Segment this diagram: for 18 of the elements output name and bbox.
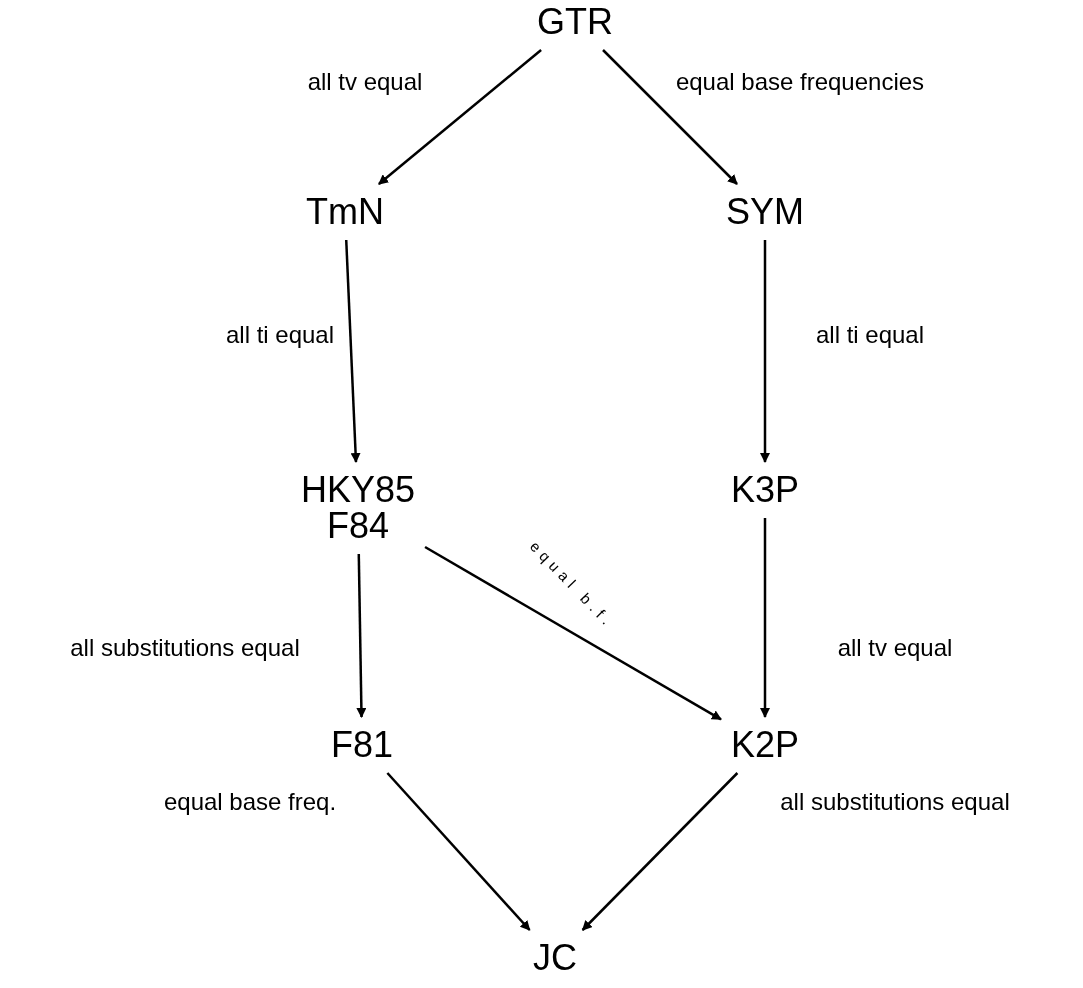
- arrow: [386, 772, 531, 931]
- model-name: F81: [331, 727, 393, 763]
- model-name: JC: [533, 940, 577, 976]
- arrow: [356, 553, 367, 718]
- model-name: GTR: [537, 4, 613, 40]
- model-name: K2P: [731, 727, 799, 763]
- model-name: F84: [327, 508, 389, 544]
- arrow: [581, 772, 739, 931]
- arrow: [378, 49, 542, 185]
- arrow: [760, 240, 770, 463]
- arrow: [345, 239, 361, 463]
- model-name: TmN: [306, 194, 384, 230]
- model-name: SYM: [726, 194, 804, 230]
- arrow: [602, 49, 738, 185]
- model-name: K3P: [731, 472, 799, 508]
- model-name: HKY85: [300, 472, 416, 508]
- arrow: [760, 518, 770, 718]
- arrow: [424, 545, 722, 721]
